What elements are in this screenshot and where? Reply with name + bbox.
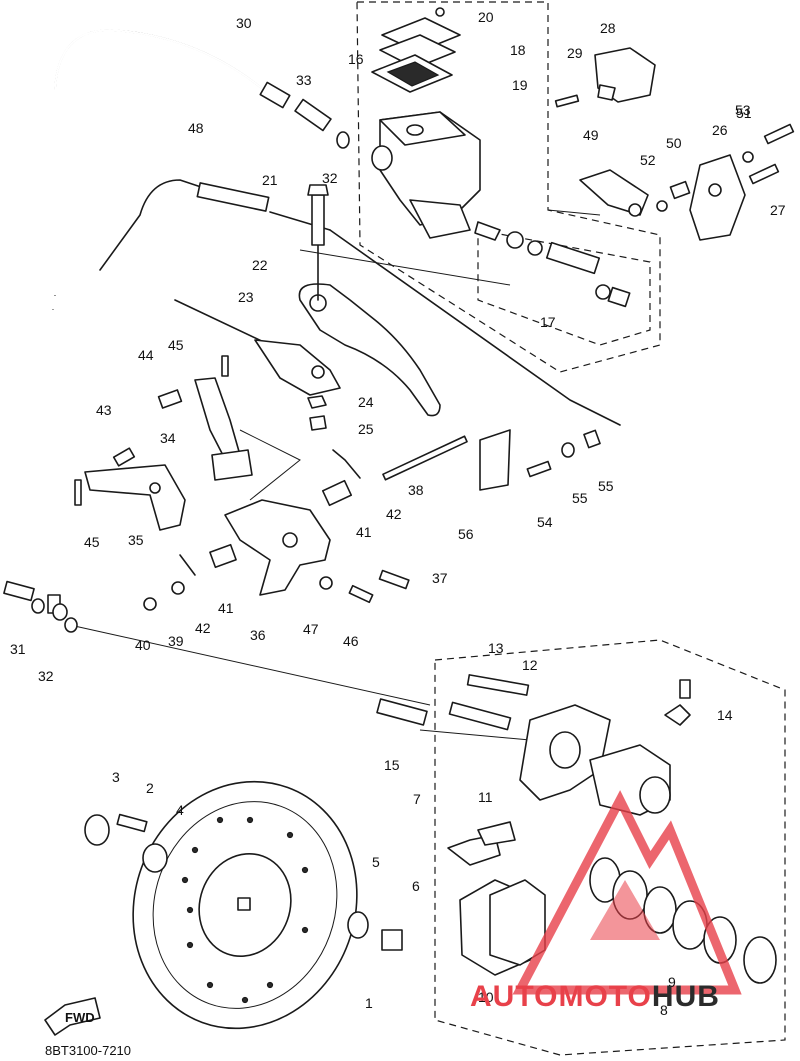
caliper-bracket-36 [143, 429, 601, 611]
callout-24: 24 [358, 394, 374, 410]
small-fasteners [74, 355, 327, 506]
callout-31: 31 [10, 641, 26, 657]
switch-cable-48 [99, 179, 331, 271]
callout-1: 1 [365, 995, 373, 1011]
callout-29: 29 [567, 45, 583, 61]
brand-red: AUTOMOTO [470, 980, 652, 1013]
callout-19: 19 [512, 77, 528, 93]
callout-55: 55 [598, 478, 614, 494]
callout-9: 9 [668, 974, 676, 990]
callout-42: 42 [386, 506, 402, 522]
callout-38: 38 [408, 482, 424, 498]
callout-22: 22 [252, 257, 268, 273]
callout-41: 41 [356, 524, 372, 540]
callout-23: 23 [238, 289, 254, 305]
callout-39: 39 [168, 633, 184, 649]
fwd-label: FWD [65, 1010, 95, 1025]
callout-13: 13 [488, 640, 504, 656]
callout-33: 33 [296, 72, 312, 88]
callout-34: 34 [160, 430, 176, 446]
brand-wordmark: AUTOMOTOHUB [470, 980, 720, 1014]
callout-48: 48 [188, 120, 204, 136]
brand-dark: HUB [651, 980, 720, 1013]
callout-15: 15 [384, 757, 400, 773]
callout-55: 55 [572, 490, 588, 506]
callout-11: 11 [478, 789, 493, 805]
callout-45: 45 [84, 534, 100, 550]
callout-42: 42 [195, 620, 211, 636]
callout-3: 3 [112, 769, 120, 785]
callout-28: 28 [600, 20, 616, 36]
callout-20: 20 [478, 9, 494, 25]
callout-6: 6 [412, 878, 420, 894]
callout-49: 49 [583, 127, 599, 143]
cable-holder-23 [174, 229, 621, 426]
callout-26: 26 [712, 122, 728, 138]
callout-36: 36 [250, 627, 266, 643]
callout-32: 32 [322, 170, 338, 186]
piston-kit-17 [474, 221, 631, 308]
group-outlines [69, 1, 786, 1056]
brake-disc-1 [84, 780, 403, 1030]
cable-adjuster-33 [294, 98, 350, 149]
cable-bolt-31 [3, 580, 78, 633]
callout-7: 7 [413, 791, 421, 807]
callout-4: 4 [176, 802, 184, 818]
callout-14: 14 [717, 707, 733, 723]
callout-25: 25 [358, 421, 374, 437]
callout-51: 51 [736, 105, 752, 121]
automotohub-watermark [512, 790, 742, 995]
master-cylinder [371, 7, 481, 239]
callout-50: 50 [666, 135, 682, 151]
caliper-assembly-7 [376, 674, 691, 816]
diagram-code: 8BT3100-7210 [45, 1043, 132, 1058]
callout-41: 41 [218, 600, 234, 616]
callout-21: 21 [262, 172, 278, 188]
callout-56: 56 [458, 526, 474, 542]
fwd-arrow-icon: FWD [44, 997, 101, 1036]
callout-18: 18 [510, 42, 526, 58]
pedal-switch-parts [554, 47, 795, 241]
callout-16: 16 [348, 51, 364, 67]
callout-30: 30 [236, 15, 252, 31]
callout-45: 45 [168, 337, 184, 353]
callout-17: 17 [540, 314, 556, 330]
callout-35: 35 [128, 532, 144, 548]
callout-46: 46 [343, 633, 359, 649]
callout-40: 40 [135, 637, 151, 653]
callout-12: 12 [522, 657, 538, 673]
callout-5: 5 [372, 854, 380, 870]
brake-cable-30 [47, 28, 291, 614]
callout-37: 37 [432, 570, 448, 586]
callout-54: 54 [537, 514, 553, 530]
callout-52: 52 [640, 152, 656, 168]
callout-27: 27 [770, 202, 786, 218]
callout-8: 8 [660, 1002, 668, 1018]
callout-10: 10 [478, 989, 494, 1005]
brake-lever-22 [298, 184, 441, 417]
mount-bracket-35 [84, 464, 186, 531]
callout-43: 43 [96, 402, 112, 418]
link-arm-34 [194, 377, 301, 501]
callout-47: 47 [303, 621, 319, 637]
callout-44: 44 [138, 347, 154, 363]
callout-53: 53 [735, 102, 751, 118]
callout-labels: 1234567891011121314151617181920212223242… [10, 9, 786, 1018]
callout-32: 32 [38, 668, 54, 684]
brake-pads-10 [447, 821, 546, 976]
callout-2: 2 [146, 780, 154, 796]
